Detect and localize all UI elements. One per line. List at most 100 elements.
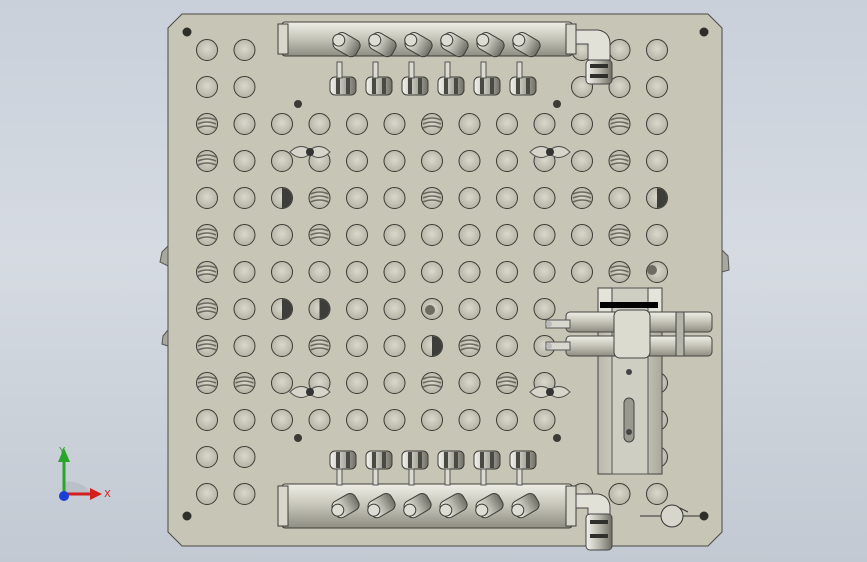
push-in-fitting <box>365 450 393 486</box>
hole-thread <box>572 199 592 203</box>
mounting-hole <box>383 372 406 394</box>
top-manifold <box>277 21 577 96</box>
mounting-hole <box>383 187 406 209</box>
hole-thread <box>310 232 329 236</box>
mounting-hole <box>383 150 406 172</box>
mounting-hole <box>458 298 481 320</box>
push-in-fitting <box>329 61 357 96</box>
push-in-fitting <box>509 61 537 96</box>
hole-shadow <box>657 188 667 208</box>
hole-thread <box>422 191 442 195</box>
y-axis-label: Y <box>58 446 66 457</box>
mounting-hole <box>196 76 218 98</box>
mounting-hole <box>608 187 631 209</box>
hole-shadow <box>282 188 292 208</box>
hole-thread <box>310 195 329 199</box>
hole-thread <box>197 339 217 343</box>
mounting-hole <box>496 113 518 135</box>
mounting-hole <box>571 150 593 172</box>
hole-thread <box>197 158 217 162</box>
hole-thread <box>610 236 629 240</box>
hole-shadow <box>432 336 442 356</box>
spray-nozzle <box>512 32 541 58</box>
hole-thread <box>197 376 217 380</box>
mounting-hole <box>383 409 406 431</box>
mounting-hole <box>308 409 331 431</box>
mounting-hole <box>608 39 631 61</box>
y-axis-arrowhead <box>58 448 70 462</box>
mounting-hole <box>458 372 481 394</box>
hole-thread <box>235 380 254 384</box>
hole-thread <box>610 117 629 121</box>
mounting-hole <box>383 113 406 135</box>
locating-dots <box>294 100 561 442</box>
mounting-hole <box>346 224 368 246</box>
mounting-hole <box>233 187 256 209</box>
mounting-hole <box>383 261 406 283</box>
hole-thread <box>197 269 217 273</box>
mounting-hole <box>233 76 256 98</box>
mounting-hole <box>421 409 443 431</box>
push-in-fitting <box>329 450 357 486</box>
hole-thread <box>310 228 329 232</box>
hole-thread <box>460 339 479 343</box>
mounting-hole <box>571 224 593 246</box>
hole-thread <box>197 306 217 310</box>
hole-thread <box>197 236 217 240</box>
spray-nozzle <box>368 32 397 58</box>
hole-thread <box>310 343 329 347</box>
hole-thread <box>460 347 479 351</box>
bottom-elbow-fitting <box>575 493 613 551</box>
corner-bolts <box>182 27 709 521</box>
mounting-hole <box>233 298 256 320</box>
mounting-hole <box>496 224 518 246</box>
mounting-hole <box>496 187 518 209</box>
hole-thread <box>422 376 442 380</box>
mounting-hole <box>196 446 218 468</box>
push-in-fitting <box>473 61 501 96</box>
pneumatic-port-symbol <box>640 504 700 528</box>
hole-thread <box>497 384 517 388</box>
mounting-hole <box>608 76 631 98</box>
x-axis-arrowhead <box>90 488 102 500</box>
hole-thread <box>197 265 217 269</box>
push-in-fitting <box>437 61 465 96</box>
hole-thread <box>610 228 629 232</box>
base-plate <box>167 13 723 547</box>
mounting-hole <box>608 483 631 505</box>
mounting-hole <box>646 224 668 246</box>
top-elbow-fitting <box>575 29 613 85</box>
mounting-hole <box>308 261 331 283</box>
spray-nozzle <box>475 493 504 519</box>
hole-thread <box>310 191 329 195</box>
hole-thread <box>197 343 217 347</box>
spray-nozzle <box>331 493 360 519</box>
mounting-hole <box>458 113 481 135</box>
bottom-fittings <box>329 450 537 486</box>
spray-nozzle <box>332 32 361 58</box>
hole-thread <box>497 380 517 384</box>
hole-thread <box>422 384 442 388</box>
mounting-hole <box>346 409 368 431</box>
hole-thread <box>422 125 442 129</box>
mounting-hole <box>496 298 518 320</box>
mounting-hole <box>571 113 593 135</box>
cylinder-rail-assembly <box>545 287 713 475</box>
mounting-hole <box>346 113 368 135</box>
mounting-hole <box>346 261 368 283</box>
bottom-manifold <box>277 450 577 529</box>
hole-thread <box>197 121 217 125</box>
push-in-fitting <box>509 450 537 486</box>
wing-nut-upper-right <box>529 146 571 158</box>
mounting-hole <box>346 187 368 209</box>
mounting-hole <box>233 335 256 357</box>
x-axis-label: X <box>104 489 111 500</box>
hole-thread <box>197 228 217 232</box>
wing-nut-upper-left <box>289 146 331 158</box>
hole-thread <box>197 117 217 121</box>
spray-nozzle <box>439 493 468 519</box>
coordinate-triad: X Y <box>58 446 111 501</box>
hole-thread <box>422 195 442 199</box>
hole-thread <box>610 232 629 236</box>
